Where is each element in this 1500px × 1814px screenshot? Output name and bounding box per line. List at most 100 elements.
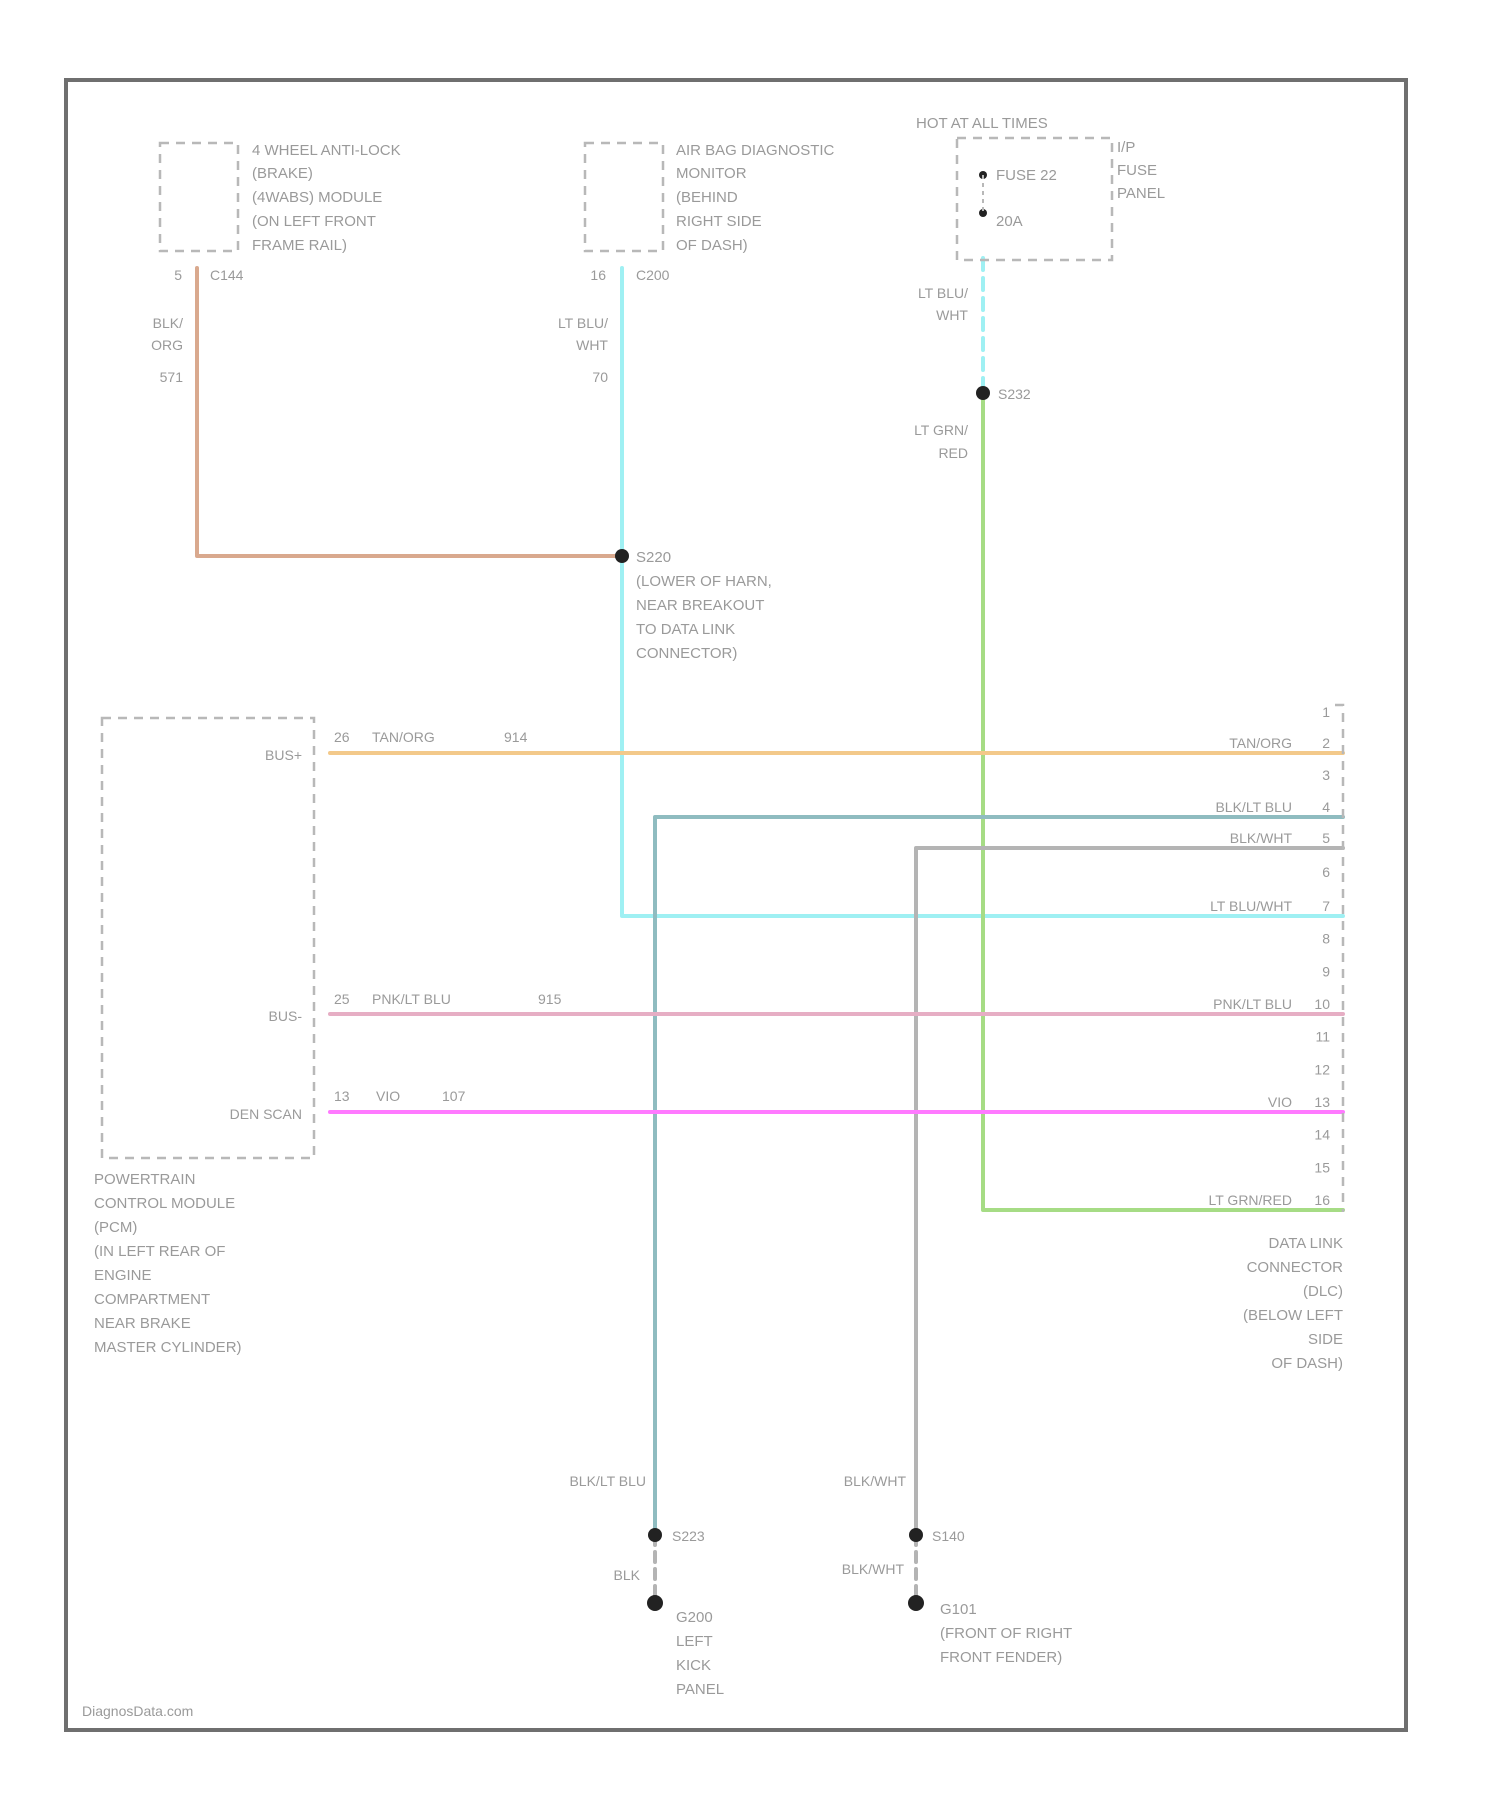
fuse-panel-label: PANEL xyxy=(1117,185,1165,202)
abs-label-line: FRAME RAIL) xyxy=(252,237,347,254)
ground-g200-dot xyxy=(647,1595,663,1611)
pcm-pin-name-bus-minus: BUS- xyxy=(269,1008,303,1024)
dlc-label-line: DATA LINK xyxy=(1269,1235,1343,1252)
pcm-pin-26: 26 xyxy=(334,729,350,745)
dlc-label-line: CONNECTOR xyxy=(1247,1259,1344,1276)
airbag-connector: C200 xyxy=(636,267,670,283)
pcm-circuit-107: 107 xyxy=(442,1088,466,1104)
pcm-label: POWERTRAIN CONTROL MODULE (PCM) (IN LEFT… xyxy=(94,1171,242,1356)
fuse-icon xyxy=(979,171,987,217)
abs-label-line: 4 WHEEL ANTI-LOCK xyxy=(252,142,401,159)
pcm-pin-13: 13 xyxy=(334,1088,350,1104)
dlc-wire-label-pin-4: BLK/LT BLU xyxy=(1215,799,1292,815)
pcm-wire-color-pnk-lt-blu: PNK/LT BLU xyxy=(372,991,451,1007)
airbag-wire-color: WHT xyxy=(576,337,608,353)
dlc-pin-9: 9 xyxy=(1322,963,1330,979)
s232-wire-color: RED xyxy=(938,445,968,461)
abs-connector: C144 xyxy=(210,267,244,283)
fuse-wire-color: LT BLU/ xyxy=(918,285,968,301)
dlc-pin-14: 14 xyxy=(1314,1127,1330,1143)
pcm-pin-25: 25 xyxy=(334,991,350,1007)
pcm-wire-color-vio: VIO xyxy=(376,1088,400,1104)
ground-right-wire-color: BLK/WHT xyxy=(844,1473,907,1489)
pcm-box xyxy=(102,718,314,1158)
dlc-pin-15: 15 xyxy=(1314,1159,1330,1175)
ground-left-desc: LEFT xyxy=(676,1633,713,1650)
ground-g200-label: G200 xyxy=(676,1609,713,1626)
splice-s232-label: S232 xyxy=(998,386,1031,402)
dlc-pin-12: 12 xyxy=(1314,1061,1330,1077)
airbag-label-line: (BEHIND xyxy=(676,189,738,206)
dlc-label-line: (BELOW LEFT xyxy=(1243,1307,1343,1324)
dlc-pin-3: 3 xyxy=(1322,767,1330,783)
abs-label-line: (ON LEFT FRONT xyxy=(252,213,376,230)
airbag-label-line: MONITOR xyxy=(676,165,747,182)
airbag-pin: 16 xyxy=(590,267,606,283)
pcm-circuit-915: 915 xyxy=(538,991,562,1007)
airbag-label-line: AIR BAG DIAGNOSTIC xyxy=(676,142,835,159)
pcm-pin-name-bus-plus: BUS+ xyxy=(265,747,302,763)
s232-wire-color: LT GRN/ xyxy=(914,422,968,438)
dlc-pin-5: 5 xyxy=(1322,830,1330,846)
dlc-wire-label-pin-2: TAN/ORG xyxy=(1229,735,1292,751)
abs-module-label: 4 WHEEL ANTI-LOCK (BRAKE) (4WABS) MODULE… xyxy=(252,142,401,254)
fuse-panel-label: FUSE xyxy=(1117,162,1157,179)
dlc-wire-label-pin-5: BLK/WHT xyxy=(1230,830,1293,846)
splice-s140-label: S140 xyxy=(932,1528,965,1544)
pcm-label-line: POWERTRAIN xyxy=(94,1171,195,1188)
splice-s223-label: S223 xyxy=(672,1528,705,1544)
pcm-label-line: (IN LEFT REAR OF xyxy=(94,1243,225,1260)
airbag-monitor-label: AIR BAG DIAGNOSTIC MONITOR (BEHIND RIGHT… xyxy=(676,142,835,254)
airbag-label-line: RIGHT SIDE xyxy=(676,213,762,230)
airbag-wire-color: LT BLU/ xyxy=(558,315,608,331)
dlc-label-line: OF DASH) xyxy=(1271,1355,1343,1372)
ground-g101-label: G101 xyxy=(940,1601,977,1618)
abs-pin: 5 xyxy=(174,267,182,283)
ground-left-desc: PANEL xyxy=(676,1681,724,1698)
splice-s232-dot xyxy=(976,386,990,400)
airbag-label-line: OF DASH) xyxy=(676,237,748,254)
abs-circuit: 571 xyxy=(160,369,184,385)
hot-at-all-times-label: HOT AT ALL TIMES xyxy=(916,115,1048,132)
dlc-connector-outline xyxy=(1335,705,1343,1212)
airbag-monitor-box xyxy=(585,143,663,251)
pcm-label-line: CONTROL MODULE xyxy=(94,1195,235,1212)
dlc-pin-8: 8 xyxy=(1322,931,1330,947)
wire-blk-lt-blu xyxy=(655,817,1343,1535)
dlc-wire-label-pin-10: PNK/LT BLU xyxy=(1213,996,1292,1012)
s220-desc-line: (LOWER OF HARN, xyxy=(636,573,772,590)
dlc-label-line: SIDE xyxy=(1308,1331,1343,1348)
fuse-panel-box xyxy=(957,138,1112,260)
fuse-panel-label: I/P xyxy=(1117,139,1135,156)
ground-left-desc: KICK xyxy=(676,1657,711,1674)
dlc-wire-label-pin-13: VIO xyxy=(1268,1094,1292,1110)
dlc-wire-label-pin-7: LT BLU/WHT xyxy=(1210,898,1292,914)
dlc-pin-11: 11 xyxy=(1315,1029,1330,1045)
abs-label-line: (BRAKE) xyxy=(252,165,313,182)
dlc-pin-4: 4 xyxy=(1322,799,1330,815)
pcm-wire-color-tan-org: TAN/ORG xyxy=(372,729,435,745)
dlc-wire-label-pin-16: LT GRN/RED xyxy=(1209,1192,1293,1208)
pcm-label-line: ENGINE xyxy=(94,1267,152,1284)
ground-right-desc: FRONT FENDER) xyxy=(940,1649,1062,1666)
splice-s220-label: S220 xyxy=(636,549,671,566)
s220-desc-line: CONNECTOR) xyxy=(636,645,737,662)
ground-right-lower-wire: BLK/WHT xyxy=(842,1561,905,1577)
ground-left-wire-color: BLK/LT BLU xyxy=(569,1473,646,1489)
s220-desc-line: TO DATA LINK xyxy=(636,621,735,638)
fuse-number: FUSE 22 xyxy=(996,167,1057,184)
fuse-wire-color: WHT xyxy=(936,307,968,323)
dlc-pin-13: 13 xyxy=(1314,1094,1330,1110)
airbag-circuit: 70 xyxy=(592,369,608,385)
dlc-pin-6: 6 xyxy=(1322,864,1330,880)
abs-wire-color: BLK/ xyxy=(153,315,183,331)
ground-left-lower-wire: BLK xyxy=(614,1567,641,1583)
pcm-label-line: NEAR BRAKE xyxy=(94,1315,191,1332)
dlc-pin-1: 1 xyxy=(1322,704,1330,720)
dlc-wire-labels: TAN/ORG BLK/LT BLU BLK/WHT LT BLU/WHT PNK/LT… xyxy=(1209,735,1293,1208)
pcm-label-line: (PCM) xyxy=(94,1219,137,1236)
abs-wire-color: ORG xyxy=(151,337,183,353)
dlc-label: DATA LINK CONNECTOR (DLC) (BELOW LEFT SI… xyxy=(1243,1235,1343,1372)
